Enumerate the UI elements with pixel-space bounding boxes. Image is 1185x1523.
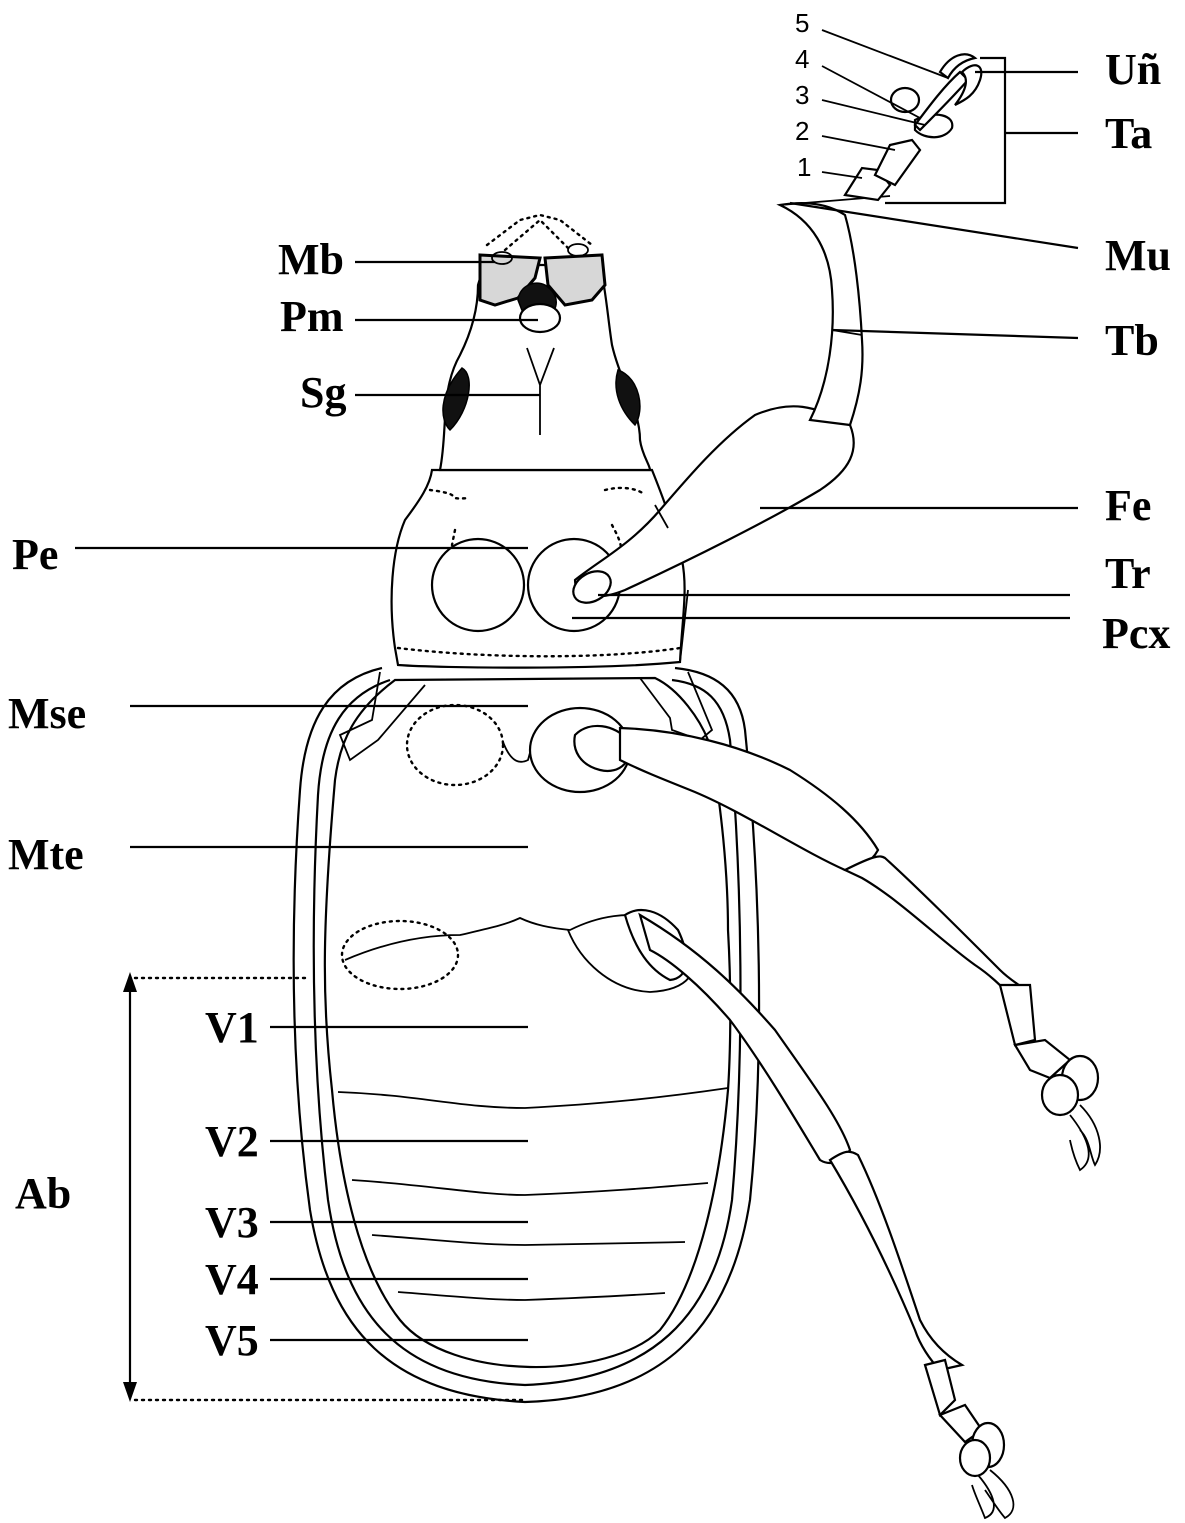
- label-mu: Mu: [1105, 231, 1171, 280]
- ab-arrow-head-top: [123, 972, 137, 992]
- label-mte: Mte: [8, 830, 84, 879]
- midleg-tarsus-lobe-2: [1042, 1075, 1078, 1115]
- labels-left: Mb Pm Sg Pe Mse Mte V1 V2 V3 V4 V5 Ab: [8, 235, 346, 1365]
- label-pe: Pe: [12, 530, 58, 579]
- midleg-tarsus: [1000, 985, 1070, 1078]
- hindleg-tarsus-lobe-2: [960, 1440, 990, 1476]
- label-v1: V1: [205, 1003, 259, 1052]
- hindleg-tibia: [830, 1152, 962, 1370]
- label-seg-3: 3: [795, 80, 809, 110]
- label-un: Uñ: [1105, 45, 1161, 94]
- label-tr: Tr: [1105, 549, 1151, 598]
- labels-right: Uñ Ta Mu Tb Fe Tr Pcx: [1102, 45, 1171, 658]
- hindleg-tarsus: [925, 1360, 982, 1442]
- label-v5: V5: [205, 1316, 259, 1365]
- label-sg: Sg: [300, 368, 346, 417]
- label-v4: V4: [205, 1255, 259, 1304]
- label-pcx: Pcx: [1102, 609, 1170, 658]
- leader-seg-5: [822, 30, 948, 78]
- body-drawing: [294, 54, 1100, 1518]
- label-seg-1: 1: [797, 152, 811, 182]
- leader-seg-2: [822, 136, 895, 150]
- prementum: [520, 304, 560, 332]
- label-v3: V3: [205, 1198, 259, 1247]
- labels-tarsal-segments: 5 4 3 2 1: [795, 8, 811, 182]
- label-ta: Ta: [1105, 109, 1152, 158]
- midleg-tibia: [845, 856, 1025, 995]
- label-v2: V2: [205, 1117, 259, 1166]
- label-seg-4: 4: [795, 44, 809, 74]
- label-fe: Fe: [1105, 481, 1151, 530]
- label-ab: Ab: [15, 1169, 71, 1218]
- tarsus-seg-4: [891, 88, 919, 112]
- label-mse: Mse: [8, 689, 86, 738]
- label-mb: Mb: [278, 235, 344, 284]
- mandible-right-ring: [568, 244, 588, 256]
- midleg-claws: [1070, 1105, 1100, 1170]
- procoxa-left: [432, 539, 524, 631]
- label-pm: Pm: [280, 292, 344, 341]
- foreleg-tibia: [780, 203, 863, 425]
- label-seg-2: 2: [795, 116, 809, 146]
- labrum-dotted: [487, 215, 592, 245]
- hindleg-claws: [972, 1470, 1013, 1518]
- label-tb: Tb: [1105, 316, 1159, 365]
- leader-seg-1: [822, 172, 862, 178]
- label-seg-5: 5: [795, 8, 809, 38]
- leader-tb: [832, 330, 1078, 338]
